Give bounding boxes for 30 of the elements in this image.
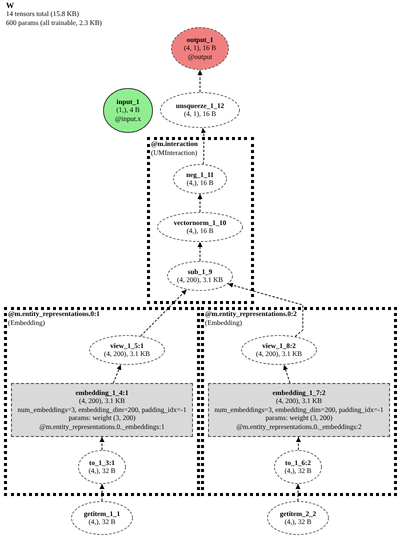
arrow: [140, 289, 187, 336]
arrow: [112, 364, 122, 384]
operation-node: [267, 501, 329, 535]
arrow: [100, 436, 104, 450]
layer-box: [11, 383, 193, 437]
operation-node: [71, 501, 133, 535]
diagram-title: W: [6, 1, 14, 10]
arrow: [198, 70, 202, 92]
arrow: [198, 194, 202, 212]
operation-node: [160, 92, 240, 128]
input-node: [103, 88, 153, 133]
arrow: [198, 242, 202, 262]
operation-node: [157, 212, 243, 242]
operation-node: [78, 450, 126, 484]
output-node: [171, 27, 229, 70]
operation-node: [173, 164, 227, 194]
operation-node: [241, 335, 317, 365]
operation-node: [89, 335, 165, 365]
arrow: [296, 436, 301, 450]
module-cluster: [4, 307, 200, 496]
operation-node: [167, 261, 233, 291]
arrow: [283, 364, 290, 384]
arrow: [201, 128, 206, 164]
arrow: [296, 484, 300, 502]
module-cluster: [201, 307, 397, 496]
layer-box: [208, 383, 390, 437]
arrow: [228, 282, 304, 337]
operation-node: [274, 450, 322, 484]
arrow: [100, 484, 104, 502]
module-cluster: [147, 137, 254, 304]
